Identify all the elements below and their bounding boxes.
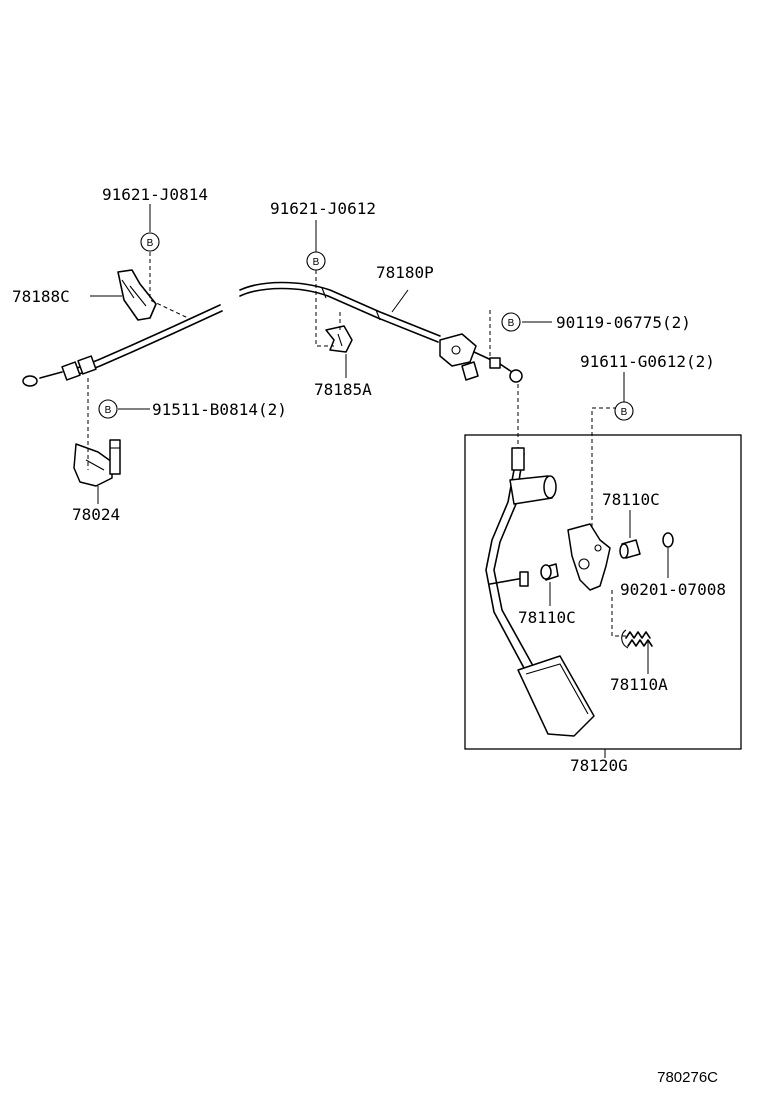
label-91611-g0612: 91611-G0612(2) <box>580 352 715 371</box>
svg-text:B: B <box>508 318 515 329</box>
label-90201-07008: 90201-07008 <box>620 580 726 599</box>
label-78110a: 78110A <box>610 675 668 694</box>
clamp-78188c <box>117 269 157 321</box>
dash-91621-j0814 <box>149 252 189 319</box>
reference-code: 780276C <box>657 1069 718 1086</box>
label-78188c: 78188C <box>12 287 70 306</box>
bushing-78110c-top <box>619 539 641 559</box>
clamp-78185a <box>325 325 353 353</box>
callout-b-91621-j0814: B <box>140 232 160 252</box>
svg-text:B: B <box>105 405 112 416</box>
label-78110c-bottom: 78110C <box>518 608 576 627</box>
svg-text:B: B <box>621 407 628 418</box>
callout-b-90119-06775: B <box>501 312 521 332</box>
cable-78180p <box>239 281 441 343</box>
dash-91611-g0612 <box>591 407 624 530</box>
label-78024: 78024 <box>72 505 120 524</box>
label-78180p: 78180P <box>376 263 434 282</box>
spring-78110a <box>621 629 653 649</box>
pedal-bracket <box>567 523 611 591</box>
dash-spring <box>611 590 628 637</box>
label-90119-06775: 90119-06775(2) <box>556 313 691 332</box>
nut-90201-07008 <box>662 532 674 548</box>
bracket-78024 <box>73 439 121 487</box>
bushing-78110c-bottom <box>540 563 559 581</box>
pedal-assembly-box <box>464 434 742 750</box>
label-78185a: 78185A <box>314 380 372 399</box>
label-91511-b0814: 91511-B0814(2) <box>152 400 287 419</box>
svg-text:B: B <box>313 257 320 268</box>
label-91621-j0612: 91621-J0612 <box>270 199 376 218</box>
label-91621-j0814: 91621-J0814 <box>102 185 208 204</box>
dash-91621-j0612 <box>315 270 334 347</box>
svg-text:B: B <box>147 238 154 249</box>
cable-lower-section <box>22 304 223 387</box>
cable-end-bracket <box>439 333 523 383</box>
callout-b-91621-j0612: B <box>306 251 326 271</box>
accelerator-pedal <box>485 447 595 737</box>
callout-b-91611-g0612: B <box>614 401 634 421</box>
callout-b-91511-b0814: B <box>98 399 118 419</box>
label-78110c-top: 78110C <box>602 490 660 509</box>
label-78120g: 78120G <box>570 756 628 775</box>
